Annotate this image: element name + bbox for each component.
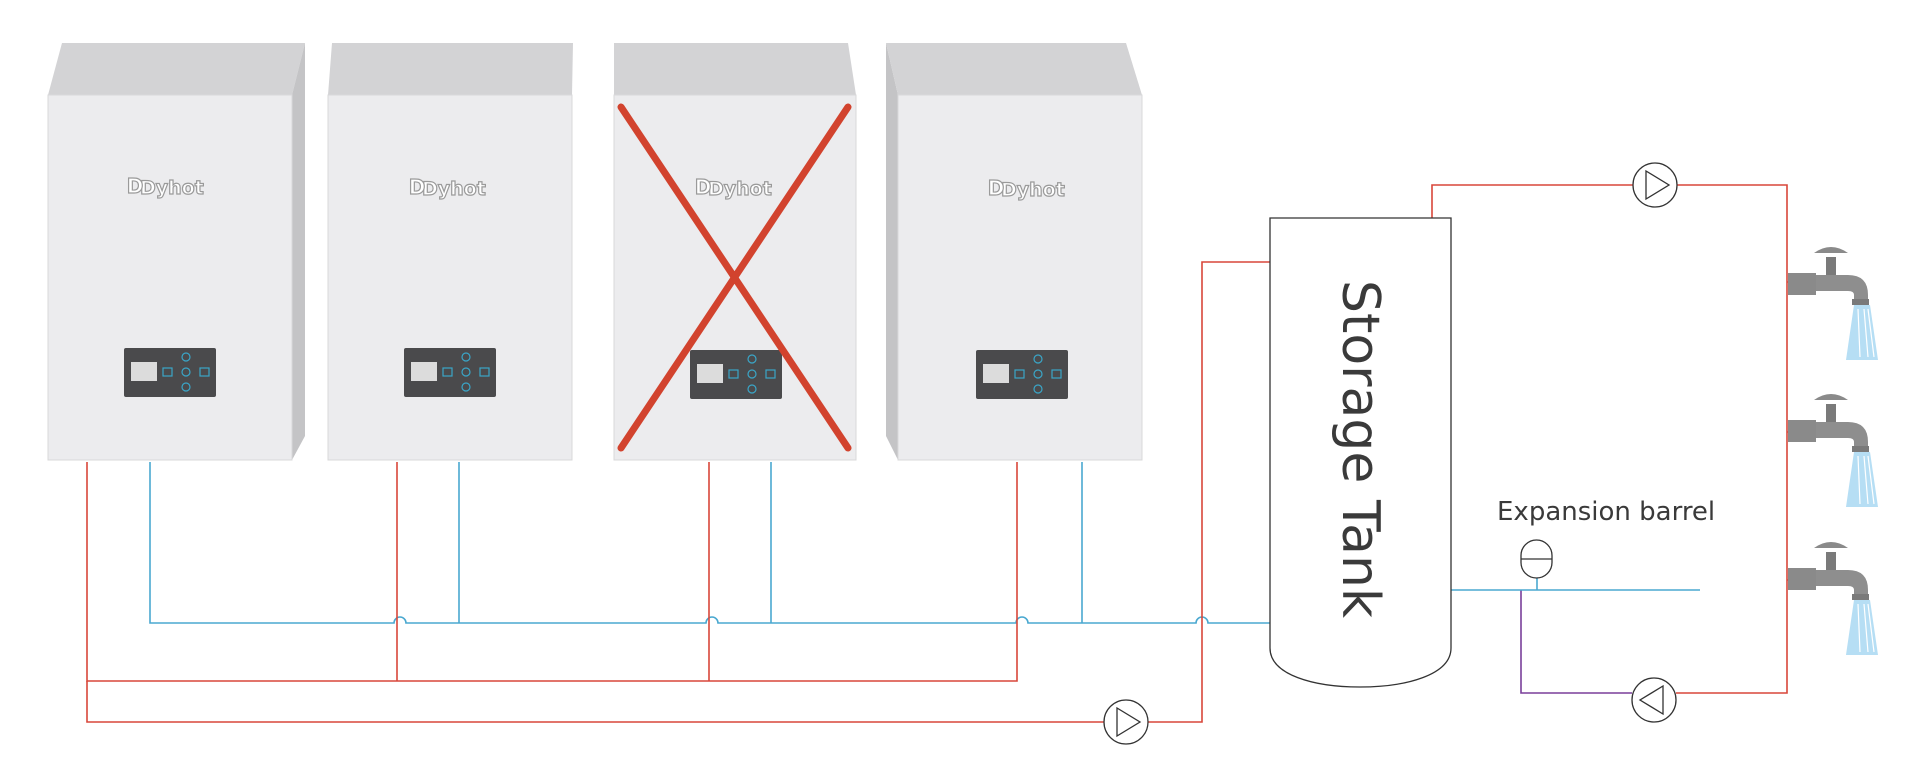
display-screen	[697, 364, 723, 383]
storage-tank: Storage Tank	[1269, 217, 1452, 688]
control-buttons	[442, 352, 490, 392]
control-buttons	[728, 354, 776, 394]
unit-brand-logo: Dyhot	[708, 178, 772, 200]
unit-body	[897, 94, 1143, 461]
pipes	[86, 184, 1800, 723]
unit-4: Dyhot D	[886, 43, 1143, 461]
unit-logo-mark: D	[409, 175, 426, 199]
unit-top	[328, 43, 573, 95]
storage-tank-label: Storage Tank	[1330, 280, 1390, 618]
unit-brand-logo: Dyhot	[140, 177, 204, 199]
control-panel	[404, 348, 496, 397]
expansion-barrel-label: Expansion barrel	[1497, 497, 1715, 527]
cold-water-pipe	[149, 462, 1270, 624]
disabled-cross-mark	[617, 103, 852, 452]
pump-icon	[1631, 677, 1677, 723]
unit-logo-mark: D	[127, 174, 144, 198]
tank-side-pipe	[1451, 578, 1700, 591]
unit-3-disabled: Dyhot D	[613, 43, 857, 461]
display-screen	[411, 362, 437, 381]
unit-1: Dyhot D	[47, 43, 305, 461]
unit-top	[48, 43, 305, 95]
control-panel	[976, 350, 1068, 399]
control-panel	[124, 348, 216, 397]
hot-water-collector-pipe	[86, 462, 1018, 682]
faucet-icon	[1788, 247, 1878, 360]
expansion-barrel: Expansion barrel	[1497, 497, 1715, 579]
faucet-icon	[1788, 394, 1878, 507]
tank-outlet-pipe	[1431, 184, 1800, 694]
control-buttons	[1014, 354, 1062, 394]
control-buttons	[162, 352, 210, 392]
storage-tank-body	[1269, 217, 1452, 688]
unit-top	[614, 43, 856, 95]
unit-brand-logo: Dyhot	[1001, 179, 1065, 201]
unit-body	[47, 94, 293, 461]
unit-top	[886, 43, 1142, 95]
faucet-icon	[1788, 542, 1878, 655]
unit-side	[886, 43, 898, 460]
pump-icon	[1632, 162, 1678, 208]
pump-icon	[1103, 699, 1149, 745]
unit-body	[327, 94, 573, 461]
unit-side	[292, 43, 305, 460]
display-screen	[131, 362, 157, 381]
control-panel	[690, 350, 782, 399]
display-screen	[983, 364, 1009, 383]
unit-logo-mark: D	[695, 175, 712, 199]
return-pipe	[1520, 590, 1632, 694]
hot-water-loop-pipe	[86, 261, 1270, 723]
unit-2: Dyhot D	[327, 43, 573, 461]
unit-brand-logo: Dyhot	[422, 178, 486, 200]
unit-logo-mark: D	[988, 176, 1005, 200]
expansion-tank-icon	[1520, 539, 1553, 579]
